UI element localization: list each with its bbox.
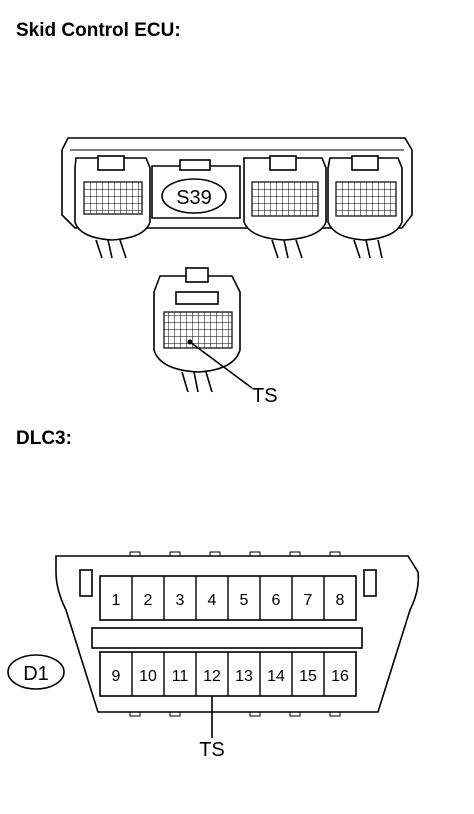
- dlc3-pin-12: 12: [203, 668, 221, 685]
- dlc3-heading: DLC3:: [16, 428, 72, 449]
- ecu-ts-label: TS: [252, 385, 278, 407]
- d1-label: D1: [23, 663, 49, 685]
- dlc3-pin-3: 3: [176, 592, 185, 609]
- ecu-connector-right-2: [327, 155, 403, 259]
- ecu-connector-right-1: [243, 155, 327, 259]
- ts-leader-line-ecu: [189, 341, 253, 389]
- dlc3-pin-10: 10: [139, 668, 157, 685]
- dlc3-pin-8: 8: [336, 592, 345, 609]
- dlc3-left-key: [79, 569, 93, 597]
- dlc3-pin-1: 1: [112, 592, 121, 609]
- s39-label-oval: [161, 178, 227, 214]
- ecu-connector-detail: [153, 267, 253, 393]
- dlc3-pin-15: 15: [299, 668, 317, 685]
- dlc3-pin-9: 9: [112, 668, 121, 685]
- ecu-heading: Skid Control ECU:: [16, 20, 181, 41]
- dlc3-pin-5: 5: [240, 592, 249, 609]
- dlc3-pin-13: 13: [235, 668, 253, 685]
- dlc3-right-key: [363, 569, 377, 597]
- s39-label: S39: [176, 187, 212, 209]
- dlc3-center-bar: [91, 627, 363, 649]
- dlc3-pin-4: 4: [208, 592, 217, 609]
- dlc3-pin-2: 2: [144, 592, 153, 609]
- dlc3-pin-11: 11: [172, 668, 189, 685]
- dlc3-pin-6: 6: [272, 592, 281, 609]
- dlc3-pin-14: 14: [267, 668, 285, 685]
- dlc3-connector: [55, 551, 420, 717]
- dlc3-pin-16: 16: [331, 668, 349, 685]
- ecu-connector-s39: S39: [151, 159, 241, 219]
- d1-label-oval: [7, 654, 65, 690]
- ecu-connector-left: [74, 155, 151, 259]
- dlc3-pin-7: 7: [304, 592, 313, 609]
- ecu-housing: [61, 137, 413, 229]
- dlc3-ts-label: TS: [199, 739, 225, 761]
